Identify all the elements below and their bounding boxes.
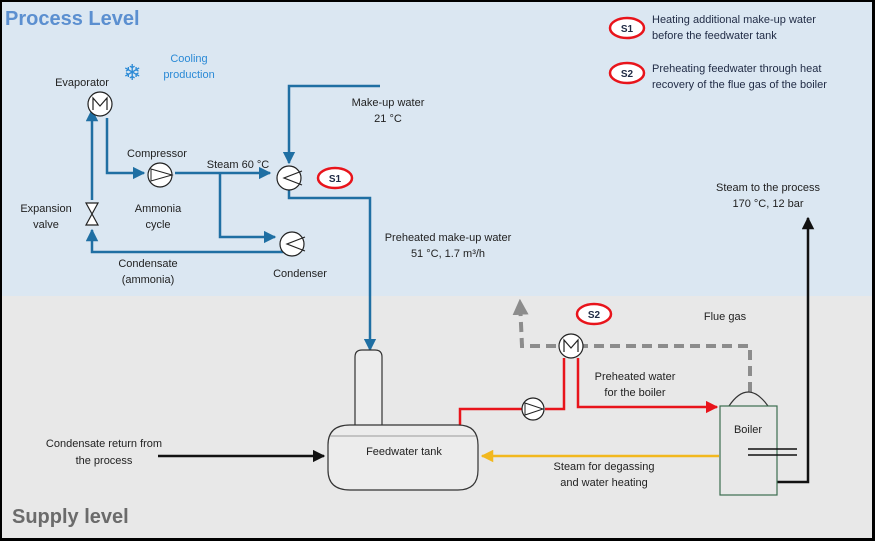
feedwater-tank-dome [354, 349, 383, 425]
s2-badge-tag: S2 [588, 310, 601, 321]
legend-s2-badge [608, 61, 646, 85]
makeup-hx-coil [282, 170, 303, 186]
steam-degassing-label-2: and water heating [560, 477, 647, 489]
feedwater-pipes [458, 358, 719, 425]
process-level-title: Process Level [5, 8, 140, 30]
legend-s1-tag: S1 [621, 24, 634, 35]
condenser-coil [285, 236, 306, 252]
s1-badge-tag: S1 [329, 174, 342, 185]
preheated-makeup-label-1: Preheated make-up water [385, 232, 512, 244]
legend-s1-text-1: Heating additional make-up water [652, 14, 816, 26]
condensate-ammonia-label-2: (ammonia) [122, 274, 175, 286]
expansion-valve-label-1: Expansion [20, 203, 71, 215]
expansion-valve-label-2: valve [33, 219, 59, 231]
condensate-return-label-1: Condensate return from [46, 438, 162, 450]
compressor-label: Compressor [127, 148, 187, 160]
flue-gas-heat-exchanger [558, 333, 584, 359]
condenser-label: Condenser [273, 268, 327, 280]
evaporator-coil [92, 96, 108, 110]
cooling-label-2: production [163, 69, 214, 81]
boiler-steam-dome [728, 391, 769, 407]
steam60-label: Steam 60 °C [207, 159, 270, 171]
flue-gas-label: Flue gas [704, 311, 747, 323]
ammonia-cycle-label-2: cycle [145, 219, 170, 231]
feedwater-pump-arrow [524, 402, 545, 416]
condensate-ammonia-label-1: Condensate [118, 258, 177, 270]
ammonia-cycle-label-1: Ammonia [135, 203, 182, 215]
boiler-label: Boiler [734, 424, 762, 436]
cooling-label-1: Cooling [170, 53, 207, 65]
preheated-makeup-label-2: 51 °C, 1.7 m³/h [411, 248, 485, 260]
s1-badge [316, 166, 354, 190]
supply-level-title: Supply level [12, 506, 129, 528]
compressor-symbol [147, 162, 173, 188]
compressor-arrow [150, 168, 174, 182]
boiler [719, 405, 778, 496]
makeup-water-label-1: Make-up water [352, 97, 425, 109]
steam-to-process-label-1: Steam to the process [716, 182, 820, 194]
steam-to-process-pipe [777, 216, 815, 484]
condenser-symbol [279, 231, 305, 257]
makeup-heat-exchanger [276, 165, 302, 191]
flue-gas-duct [512, 298, 752, 392]
makeup-water-label-2: 21 °C [374, 113, 402, 125]
preheated-boiler-label-2: for the boiler [604, 387, 665, 399]
legend-s1-badge [608, 16, 646, 40]
legend-s2-text-1: Preheating feedwater through heat [652, 63, 821, 75]
preheated-boiler-label-1: Preheated water [595, 371, 676, 383]
evaporator-symbol [87, 91, 113, 117]
flue-gas-hx-coil [563, 338, 579, 352]
legend-s2-text-2: recovery of the flue gas of the boiler [652, 79, 827, 91]
legend-s2-tag: S2 [621, 69, 634, 80]
expansion-valve-symbol [84, 202, 100, 226]
process-level-area [2, 2, 872, 296]
steam-to-process-label-2: 170 °C, 12 bar [732, 198, 803, 210]
feedwater-tank [327, 424, 479, 491]
feedwater-tank-label: Feedwater tank [366, 446, 442, 458]
ammonia-cycle-pipes [85, 84, 380, 352]
condensate-return-label-2: the process [76, 455, 133, 467]
evaporator-label: Evaporator [55, 77, 109, 89]
s2-badge [575, 302, 613, 326]
legend-s1-text-2: before the feedwater tank [652, 30, 777, 42]
steam-degassing-label-1: Steam for degassing [554, 461, 655, 473]
snowflake-icon: ❄ [123, 60, 141, 85]
